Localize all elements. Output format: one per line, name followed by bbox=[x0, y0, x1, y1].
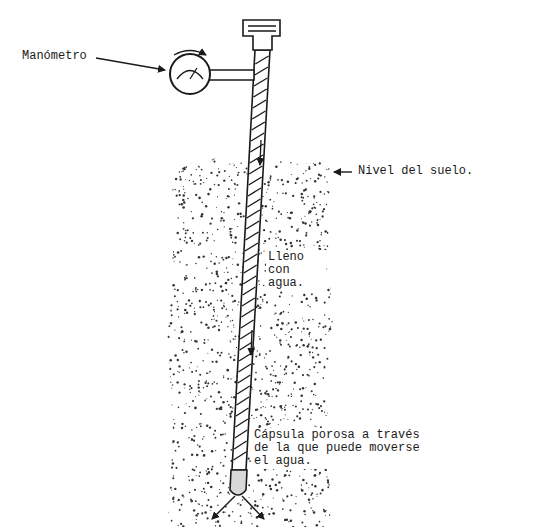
cap bbox=[243, 20, 280, 50]
gauge bbox=[170, 51, 254, 95]
part-label: Cápsula porosa a través de la que puede … bbox=[252, 428, 441, 469]
leader-line bbox=[334, 171, 352, 172]
porous-capsule bbox=[212, 470, 264, 519]
part-label: Nivel del suelo. bbox=[358, 165, 508, 178]
part-label: Manómetro bbox=[22, 50, 102, 63]
part-label: Lleno con agua. bbox=[266, 250, 326, 291]
tube bbox=[232, 50, 270, 470]
leader-line bbox=[96, 58, 165, 70]
